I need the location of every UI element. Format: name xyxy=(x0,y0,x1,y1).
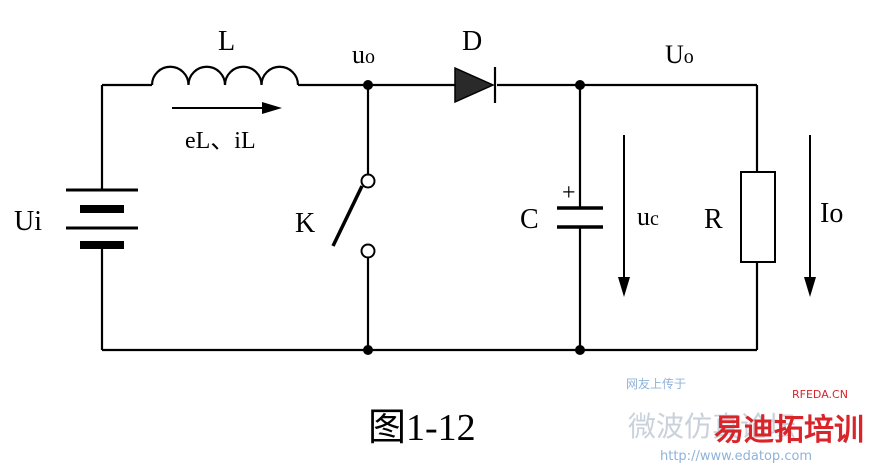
capacitor-voltage-arrow xyxy=(618,135,630,297)
output-voltage-label: Uo xyxy=(665,40,694,69)
junction-dots xyxy=(363,80,585,355)
capacitor-plus-label: + xyxy=(562,180,576,206)
inductor-label: L xyxy=(218,26,235,57)
node-voltage-label: uo xyxy=(352,40,375,69)
watermark-faded-cn: 微波仿真论坛 xyxy=(628,410,796,443)
watermark-brand-small: RFEDA.CN xyxy=(792,388,848,401)
watermark: 网友上传于 RFEDA.CN 微波仿真论坛 易迪拓培训 http://www.e… xyxy=(626,376,864,464)
capacitor-label: C xyxy=(520,204,539,235)
capacitor-voltage-label: uc xyxy=(637,202,659,231)
diode xyxy=(454,66,497,104)
resistor-label: R xyxy=(704,204,723,235)
diode-label: D xyxy=(462,26,482,57)
inductor-current-arrow xyxy=(172,102,282,114)
inductor-coil xyxy=(150,65,300,86)
figure-caption: 图1-12 xyxy=(368,407,476,449)
capacitor xyxy=(557,206,603,229)
switch xyxy=(331,173,376,259)
watermark-upload-text: 网友上传于 xyxy=(626,376,686,391)
inductor-current-label: eL、iL xyxy=(185,128,256,154)
watermark-url: http://www.edatop.com xyxy=(660,449,812,464)
circuit-wires xyxy=(100,83,759,352)
switch-label: K xyxy=(295,208,315,239)
output-current-label: Io xyxy=(820,198,843,229)
watermark-cn-brand: 易迪拓培训 xyxy=(714,413,864,448)
source-label: Ui xyxy=(14,206,42,237)
resistor xyxy=(740,171,776,263)
battery-source xyxy=(66,188,138,249)
output-current-arrow xyxy=(804,135,816,297)
